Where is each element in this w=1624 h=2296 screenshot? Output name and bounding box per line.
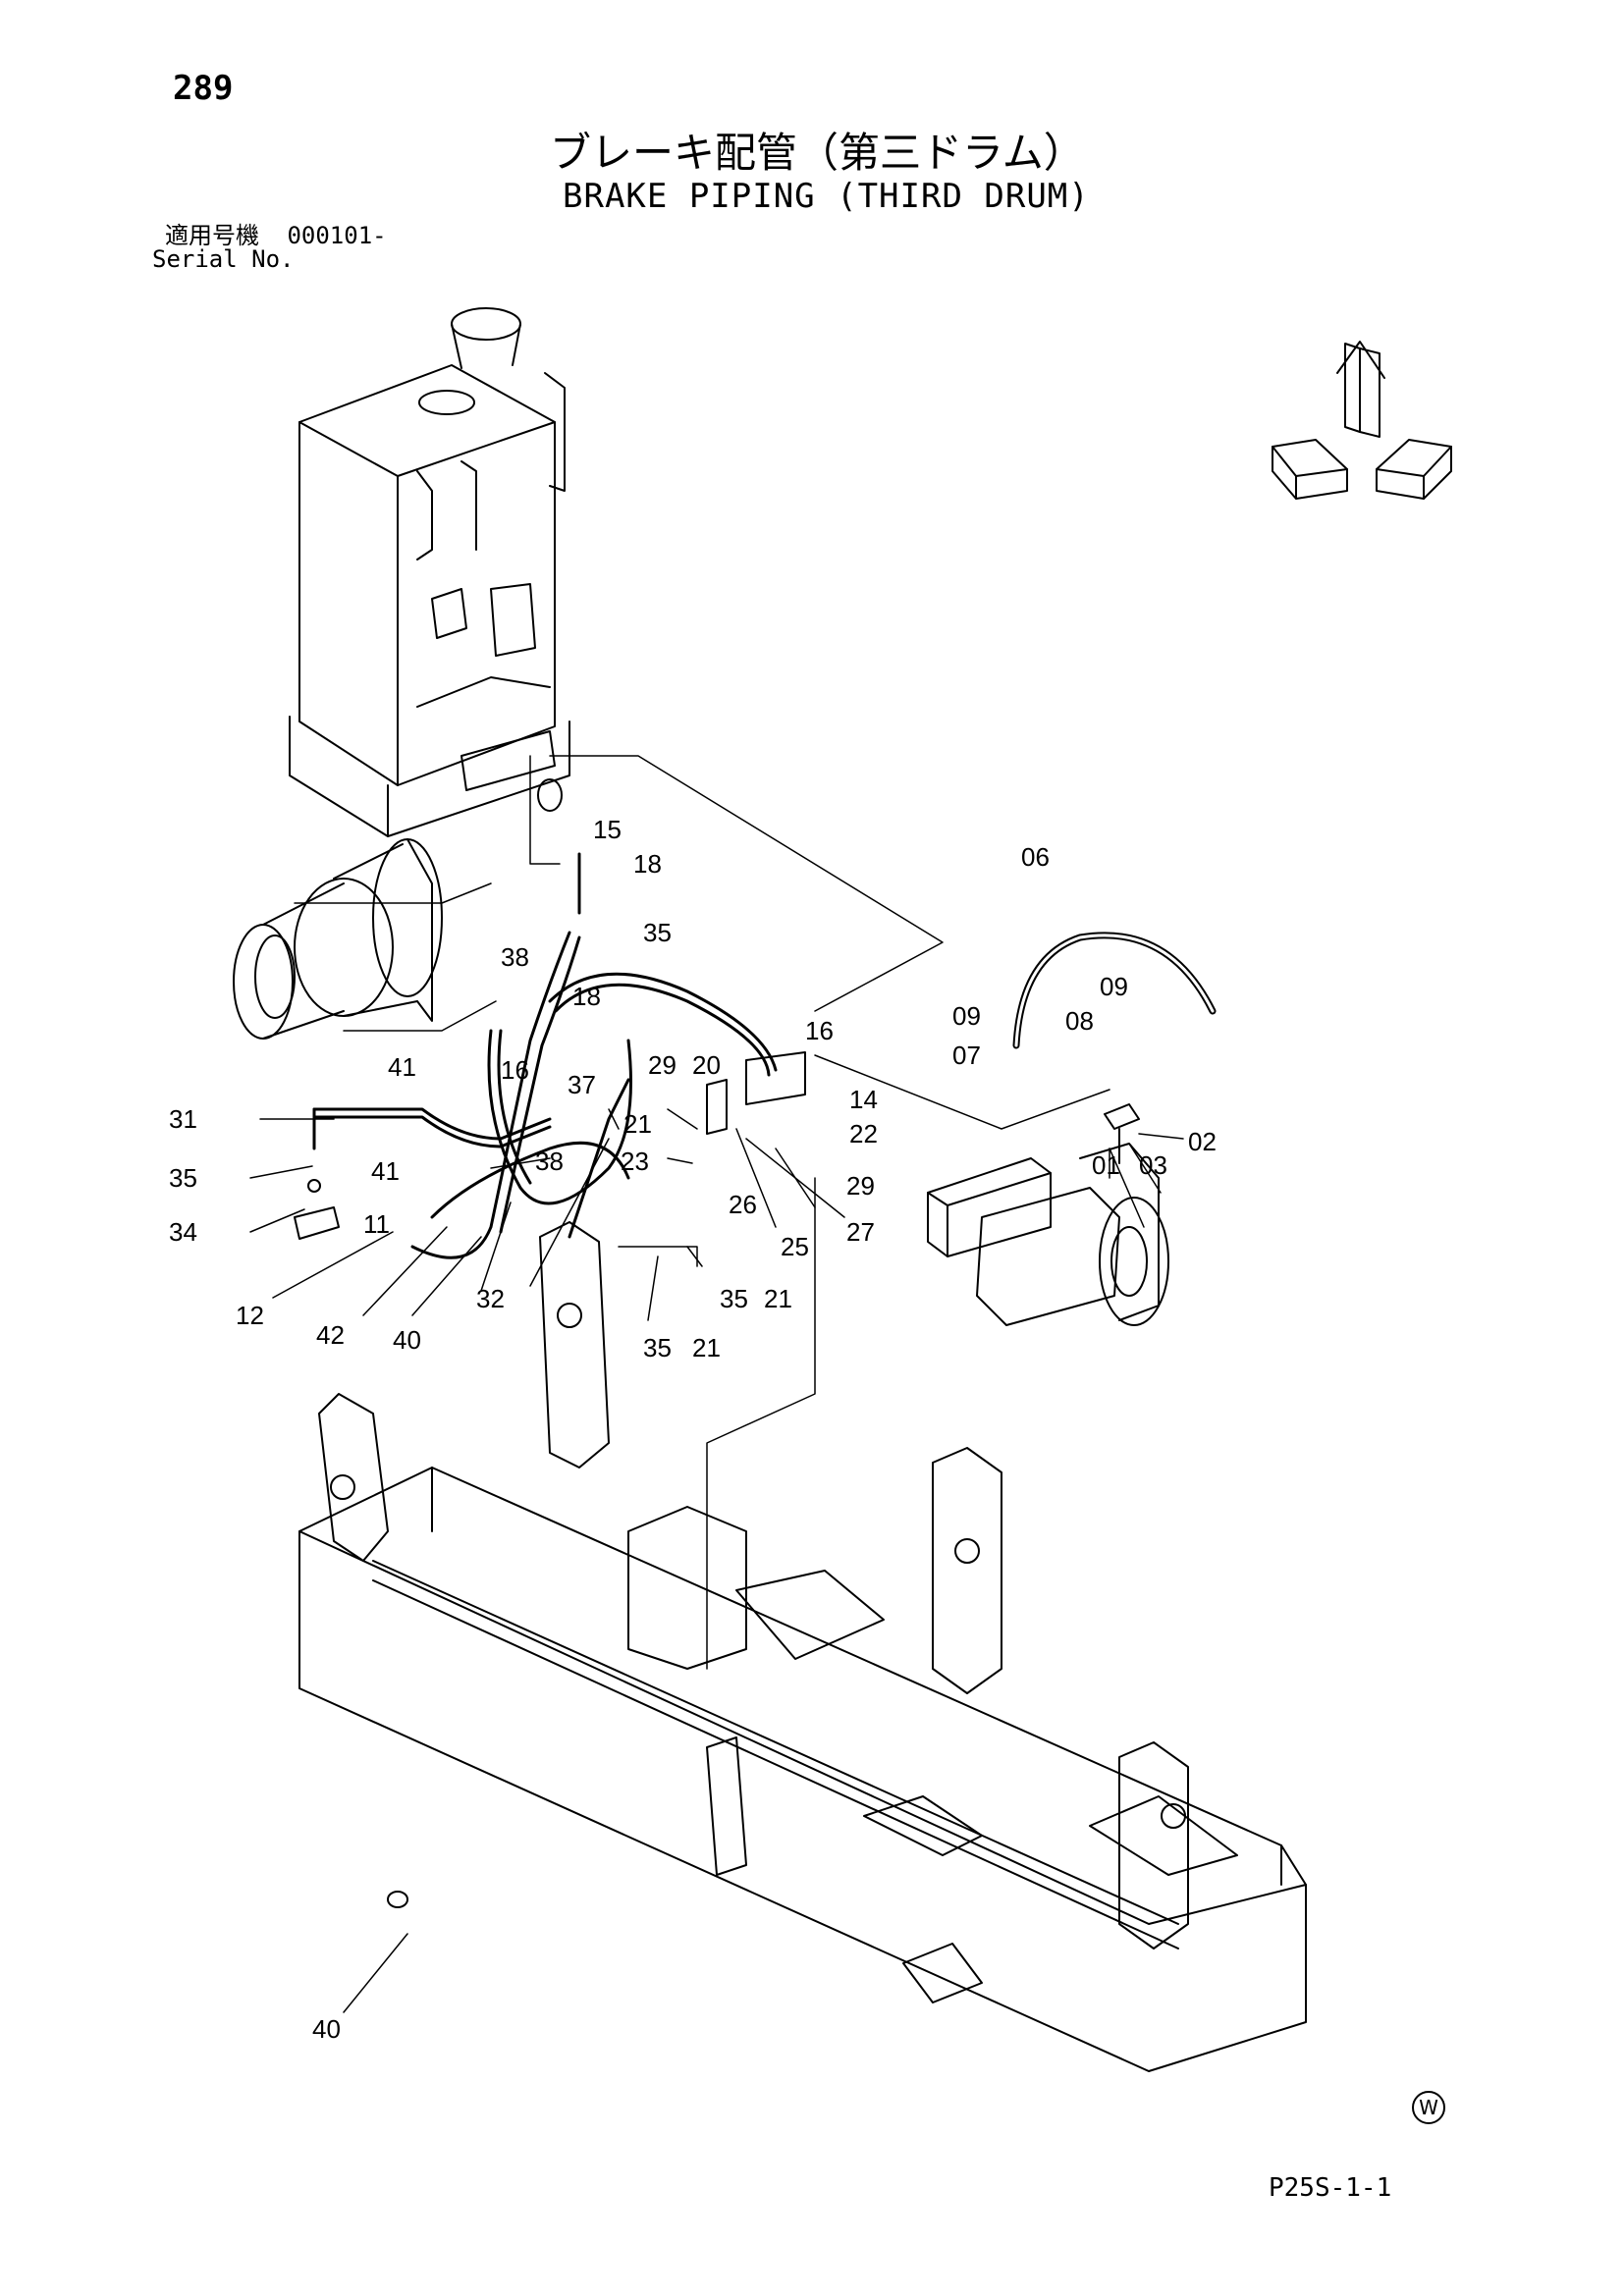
callout-06: 06	[1021, 842, 1050, 872]
serial-value: 000101-	[287, 222, 387, 249]
callout-25: 25	[781, 1232, 809, 1261]
callout-16b: 16	[501, 1055, 529, 1085]
callout-18: 18	[633, 849, 662, 879]
page-code: P25S-1-1	[1269, 2173, 1392, 2203]
callout-08: 08	[1065, 1006, 1094, 1036]
callout-32: 32	[476, 1284, 505, 1313]
callout-09b: 09	[952, 1001, 981, 1031]
title-japanese: ブレーキ配管（第三ドラム）	[550, 129, 1085, 177]
callout-34: 34	[169, 1217, 197, 1247]
callout-35: 35	[643, 918, 672, 947]
serial-label-ja: 適用号機	[165, 222, 259, 249]
callout-20: 20	[692, 1050, 721, 1080]
callout-29b: 29	[846, 1171, 875, 1201]
callout-41b: 41	[371, 1156, 400, 1186]
callout-07: 07	[952, 1041, 981, 1070]
callout-22: 22	[849, 1119, 878, 1148]
callout-15: 15	[593, 815, 622, 844]
callout-41: 41	[388, 1052, 416, 1082]
callout-12: 12	[236, 1301, 264, 1330]
callout-21c: 21	[692, 1333, 721, 1362]
callout-31: 31	[169, 1104, 197, 1134]
w-mark-icon: W	[1412, 2091, 1445, 2124]
callout-35b: 35	[169, 1163, 197, 1193]
callout-14: 14	[849, 1085, 878, 1114]
valve-block	[294, 1051, 806, 1240]
callout-26: 26	[729, 1190, 757, 1219]
callout-leaders	[249, 1108, 1184, 2013]
third-drum	[233, 838, 443, 1040]
callout-29: 29	[648, 1050, 677, 1080]
callout-38: 38	[501, 942, 529, 972]
serial-label-en: Serial No.	[152, 245, 295, 273]
page-number: 289	[173, 69, 234, 108]
callout-16: 16	[805, 1016, 834, 1045]
callout-40b: 40	[312, 2014, 341, 2044]
callout-38b: 38	[535, 1147, 564, 1176]
callout-09: 09	[1100, 972, 1128, 1001]
brake-piping-lines	[312, 852, 778, 1259]
callout-35c: 35	[720, 1284, 748, 1313]
pump-assembly	[927, 1103, 1169, 1326]
callout-02: 02	[1188, 1127, 1217, 1156]
callout-18b: 18	[572, 982, 601, 1011]
callout-35d: 35	[643, 1333, 672, 1362]
callout-11: 11	[363, 1209, 390, 1239]
callout-40: 40	[393, 1325, 421, 1355]
callout-23: 23	[621, 1147, 649, 1176]
callout-37: 37	[568, 1070, 596, 1099]
callout-27: 27	[846, 1217, 875, 1247]
callout-42: 42	[316, 1320, 345, 1350]
callout-21: 21	[623, 1109, 652, 1139]
main-frame	[298, 1221, 1307, 2072]
hydraulic-tank	[289, 307, 570, 837]
orientation-arrows-icon	[1272, 341, 1452, 500]
reference-leader-lines	[294, 755, 1110, 1670]
callout-03: 03	[1139, 1150, 1167, 1180]
callout-01: 01	[1092, 1150, 1120, 1180]
callout-21b: 21	[764, 1284, 792, 1313]
title-english: BRAKE PIPING (THIRD DRUM)	[563, 177, 1090, 216]
serial-number-ja: 適用号機 000101-	[165, 216, 387, 250]
